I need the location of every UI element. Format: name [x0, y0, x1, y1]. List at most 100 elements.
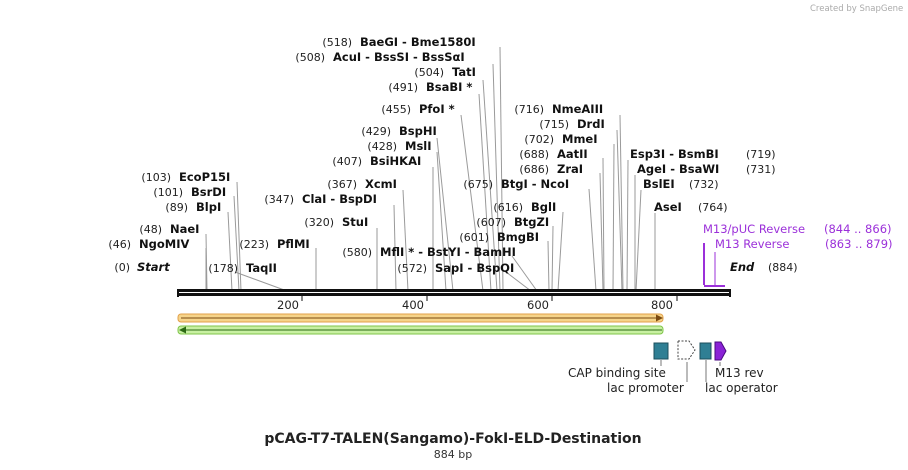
- site-label: BslEI: [643, 177, 675, 191]
- site-position: (731): [746, 163, 776, 176]
- site-position: (367): [327, 178, 357, 191]
- site-label: NgoMIV: [139, 237, 189, 251]
- restriction-sites: (518) BaeGI - Bme1580I (508) AcuI - BssS…: [108, 35, 775, 275]
- lac-operator-box: [699, 342, 712, 360]
- site-label: AatII: [557, 147, 588, 161]
- end-position: (884): [768, 261, 798, 274]
- cut-site-lines: [205, 46, 656, 292]
- primers: M13/pUC Reverse (844 .. 866) M13 Reverse…: [703, 222, 893, 287]
- site-label: EcoP15I: [179, 170, 230, 184]
- backbone-bottom: [177, 293, 731, 296]
- site-label: DrdI: [577, 117, 605, 131]
- site-label: BglI: [531, 200, 556, 214]
- site-label: SapI - BspQI: [435, 261, 514, 275]
- site-label: MmeI: [562, 132, 598, 146]
- site-label: BtgZI: [514, 215, 549, 229]
- site-position: (429): [361, 125, 391, 138]
- end-label: End: [730, 260, 755, 274]
- site-position: (407): [332, 155, 362, 168]
- site-position: (491): [388, 81, 418, 94]
- site-label: BaeGI - Bme1580I: [360, 35, 476, 49]
- site-position: (89): [165, 201, 188, 214]
- site-position: (178): [208, 262, 238, 275]
- primer-m13-reverse-label: M13 Reverse: [715, 237, 789, 251]
- site-position: (101): [153, 186, 183, 199]
- site-position: (455): [381, 103, 411, 116]
- site-label: BspHI: [399, 124, 437, 138]
- site-label: NaeI: [170, 222, 199, 236]
- primer-m13-puc-reverse-range: (844 .. 866): [824, 222, 892, 236]
- site-position: (508): [295, 51, 325, 64]
- site-label: BsrDI: [191, 185, 226, 199]
- primer-m13-reverse-range: (863 .. 879): [825, 237, 893, 251]
- site-label: BlpI: [196, 200, 221, 214]
- site-position: (103): [141, 171, 171, 184]
- site-position: (616): [493, 201, 523, 214]
- site-label: ZraI: [557, 162, 583, 176]
- cap-binding-site-box: [653, 342, 669, 360]
- tick-label: 400: [402, 298, 424, 312]
- site-position: (572): [397, 262, 427, 275]
- site-label: PflMI: [277, 237, 310, 251]
- site-position: (223): [239, 238, 269, 251]
- site-position: (428): [367, 140, 397, 153]
- site-label: TatI: [452, 65, 476, 79]
- site-position: (688): [519, 148, 549, 161]
- primer-m13-puc-reverse-label: M13/pUC Reverse: [703, 222, 805, 236]
- site-position: (764): [698, 201, 728, 214]
- site-position: (675): [463, 178, 493, 191]
- sequence-length: 884 bp: [434, 448, 472, 461]
- green-orf-arrowhead: [179, 326, 186, 334]
- site-position: (601): [459, 231, 489, 244]
- sequence-ruler: 200 400 600 800: [177, 289, 731, 312]
- site-label: PfoI *: [419, 102, 455, 116]
- site-position: (686): [519, 163, 549, 176]
- feature-label-cap-binding-site: CAP binding site: [568, 366, 666, 380]
- site-position: (716): [514, 103, 544, 116]
- start-position: (0): [114, 261, 130, 274]
- site-label: AseI: [654, 200, 682, 214]
- site-position: (607): [476, 216, 506, 229]
- feature-label-m13-rev: M13 rev: [715, 366, 764, 380]
- site-position: (320): [304, 216, 334, 229]
- site-label: BtgI - NcoI: [501, 177, 569, 191]
- snapgene-credit: Created by SnapGene: [810, 4, 903, 14]
- tick-label: 200: [277, 298, 299, 312]
- start-label: Start: [137, 260, 170, 274]
- site-position: (715): [539, 118, 569, 131]
- site-position: (719): [746, 148, 776, 161]
- site-position: (580): [342, 246, 372, 259]
- site-position: (46): [108, 238, 131, 251]
- site-label: NmeAIII: [552, 102, 603, 116]
- lac-promoter-arrow: [677, 340, 696, 360]
- site-label: BsiHKAI: [370, 154, 421, 168]
- site-label: ClaI - BspDI: [302, 192, 377, 206]
- map-title: pCAG-T7-TALEN(Sangamo)-FokI-ELD-Destinat…: [264, 431, 641, 447]
- site-label: StuI: [342, 215, 368, 229]
- orf-bars: [177, 313, 664, 335]
- site-position: (518): [322, 36, 352, 49]
- site-label: BmgBI: [497, 230, 539, 244]
- site-label: TaqII: [246, 261, 277, 275]
- feature-label-lac-promoter: lac promoter: [607, 381, 684, 395]
- site-label: MflI * - BstYI - BamHI: [380, 245, 516, 259]
- site-label: AcuI - BssSI - BssSαI: [333, 50, 465, 64]
- features: CAP binding site lac promoter M13 rev la…: [568, 340, 778, 395]
- site-label: Esp3I - BsmBI: [630, 147, 719, 161]
- site-position: (702): [524, 133, 554, 146]
- site-position: (48): [139, 223, 162, 236]
- feature-label-lac-operator: lac operator: [705, 381, 778, 395]
- site-label: BsaBI *: [426, 80, 472, 94]
- orange-orf-arrowhead: [656, 314, 663, 322]
- site-label: MslI: [405, 139, 432, 153]
- site-position: (504): [414, 66, 444, 79]
- tick-label: 800: [651, 298, 673, 312]
- site-label: XcmI: [365, 177, 397, 191]
- tick-label: 600: [527, 298, 549, 312]
- m13-rev-arrow: [714, 341, 727, 361]
- backbone-top: [177, 289, 731, 292]
- site-position: (732): [689, 178, 719, 191]
- site-position: (347): [264, 193, 294, 206]
- site-label: AgeI - BsaWI: [637, 162, 719, 176]
